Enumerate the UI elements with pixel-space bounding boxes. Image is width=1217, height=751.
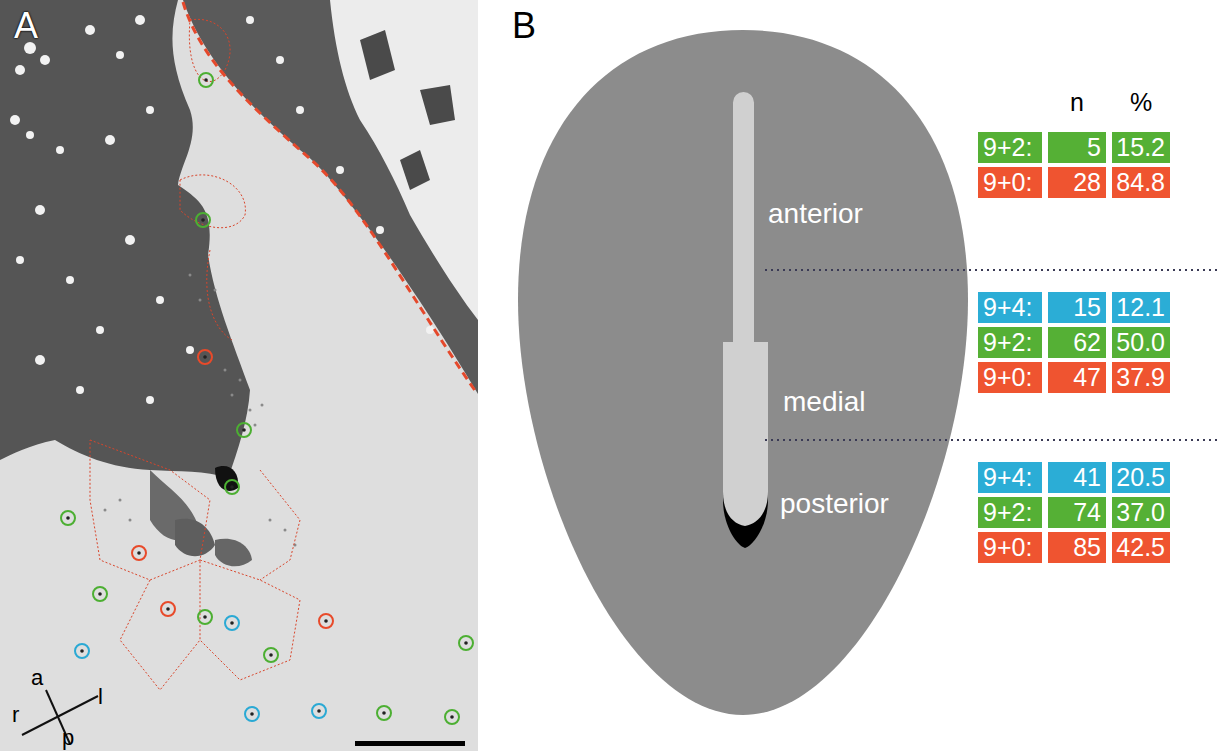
table-cell: 47 <box>1048 362 1106 393</box>
micrograph <box>0 0 478 751</box>
table-cell: 20.5 <box>1112 462 1170 493</box>
table-cell: 9+0: <box>978 362 1042 393</box>
table-cell: 9+0: <box>978 167 1042 198</box>
table-cell: 15.2 <box>1112 132 1170 163</box>
panel-label: A <box>14 8 38 44</box>
table-cell: 5 <box>1048 132 1106 163</box>
column-header: n <box>1048 90 1106 115</box>
table-cell: 15 <box>1048 292 1106 323</box>
table-cell: 9+2: <box>978 132 1042 163</box>
table-cell: 28 <box>1048 167 1106 198</box>
table-cell: 12.1 <box>1112 292 1170 323</box>
region-label: medial <box>783 388 865 416</box>
table-cell: 84.8 <box>1112 167 1170 198</box>
table-cell: 37.0 <box>1112 497 1170 528</box>
orientation-letter: l <box>98 686 103 708</box>
orientation-letter: r <box>12 704 19 726</box>
orientation-letter: a <box>31 667 43 689</box>
table-cell: 9+2: <box>978 327 1042 358</box>
table-cell: 50.0 <box>1112 327 1170 358</box>
embryo-shape <box>518 30 970 716</box>
panel-label: B <box>512 8 536 44</box>
table-cell: 37.9 <box>1112 362 1170 393</box>
table-cell: 74 <box>1048 497 1106 528</box>
table-cell: 85 <box>1048 532 1106 563</box>
orientation-letter: p <box>62 727 74 749</box>
table-cell: 9+0: <box>978 532 1042 563</box>
table-cell: 42.5 <box>1112 532 1170 563</box>
region-label: posterior <box>780 490 889 518</box>
column-header: % <box>1112 90 1170 115</box>
table-cell: 62 <box>1048 327 1106 358</box>
table-cell: 9+2: <box>978 497 1042 528</box>
table-cell: 9+4: <box>978 462 1042 493</box>
table-cell: 9+4: <box>978 292 1042 323</box>
embryo-outline: anterior medial posterior <box>518 30 970 716</box>
table-cell: 41 <box>1048 462 1106 493</box>
region-label: anterior <box>768 200 863 228</box>
